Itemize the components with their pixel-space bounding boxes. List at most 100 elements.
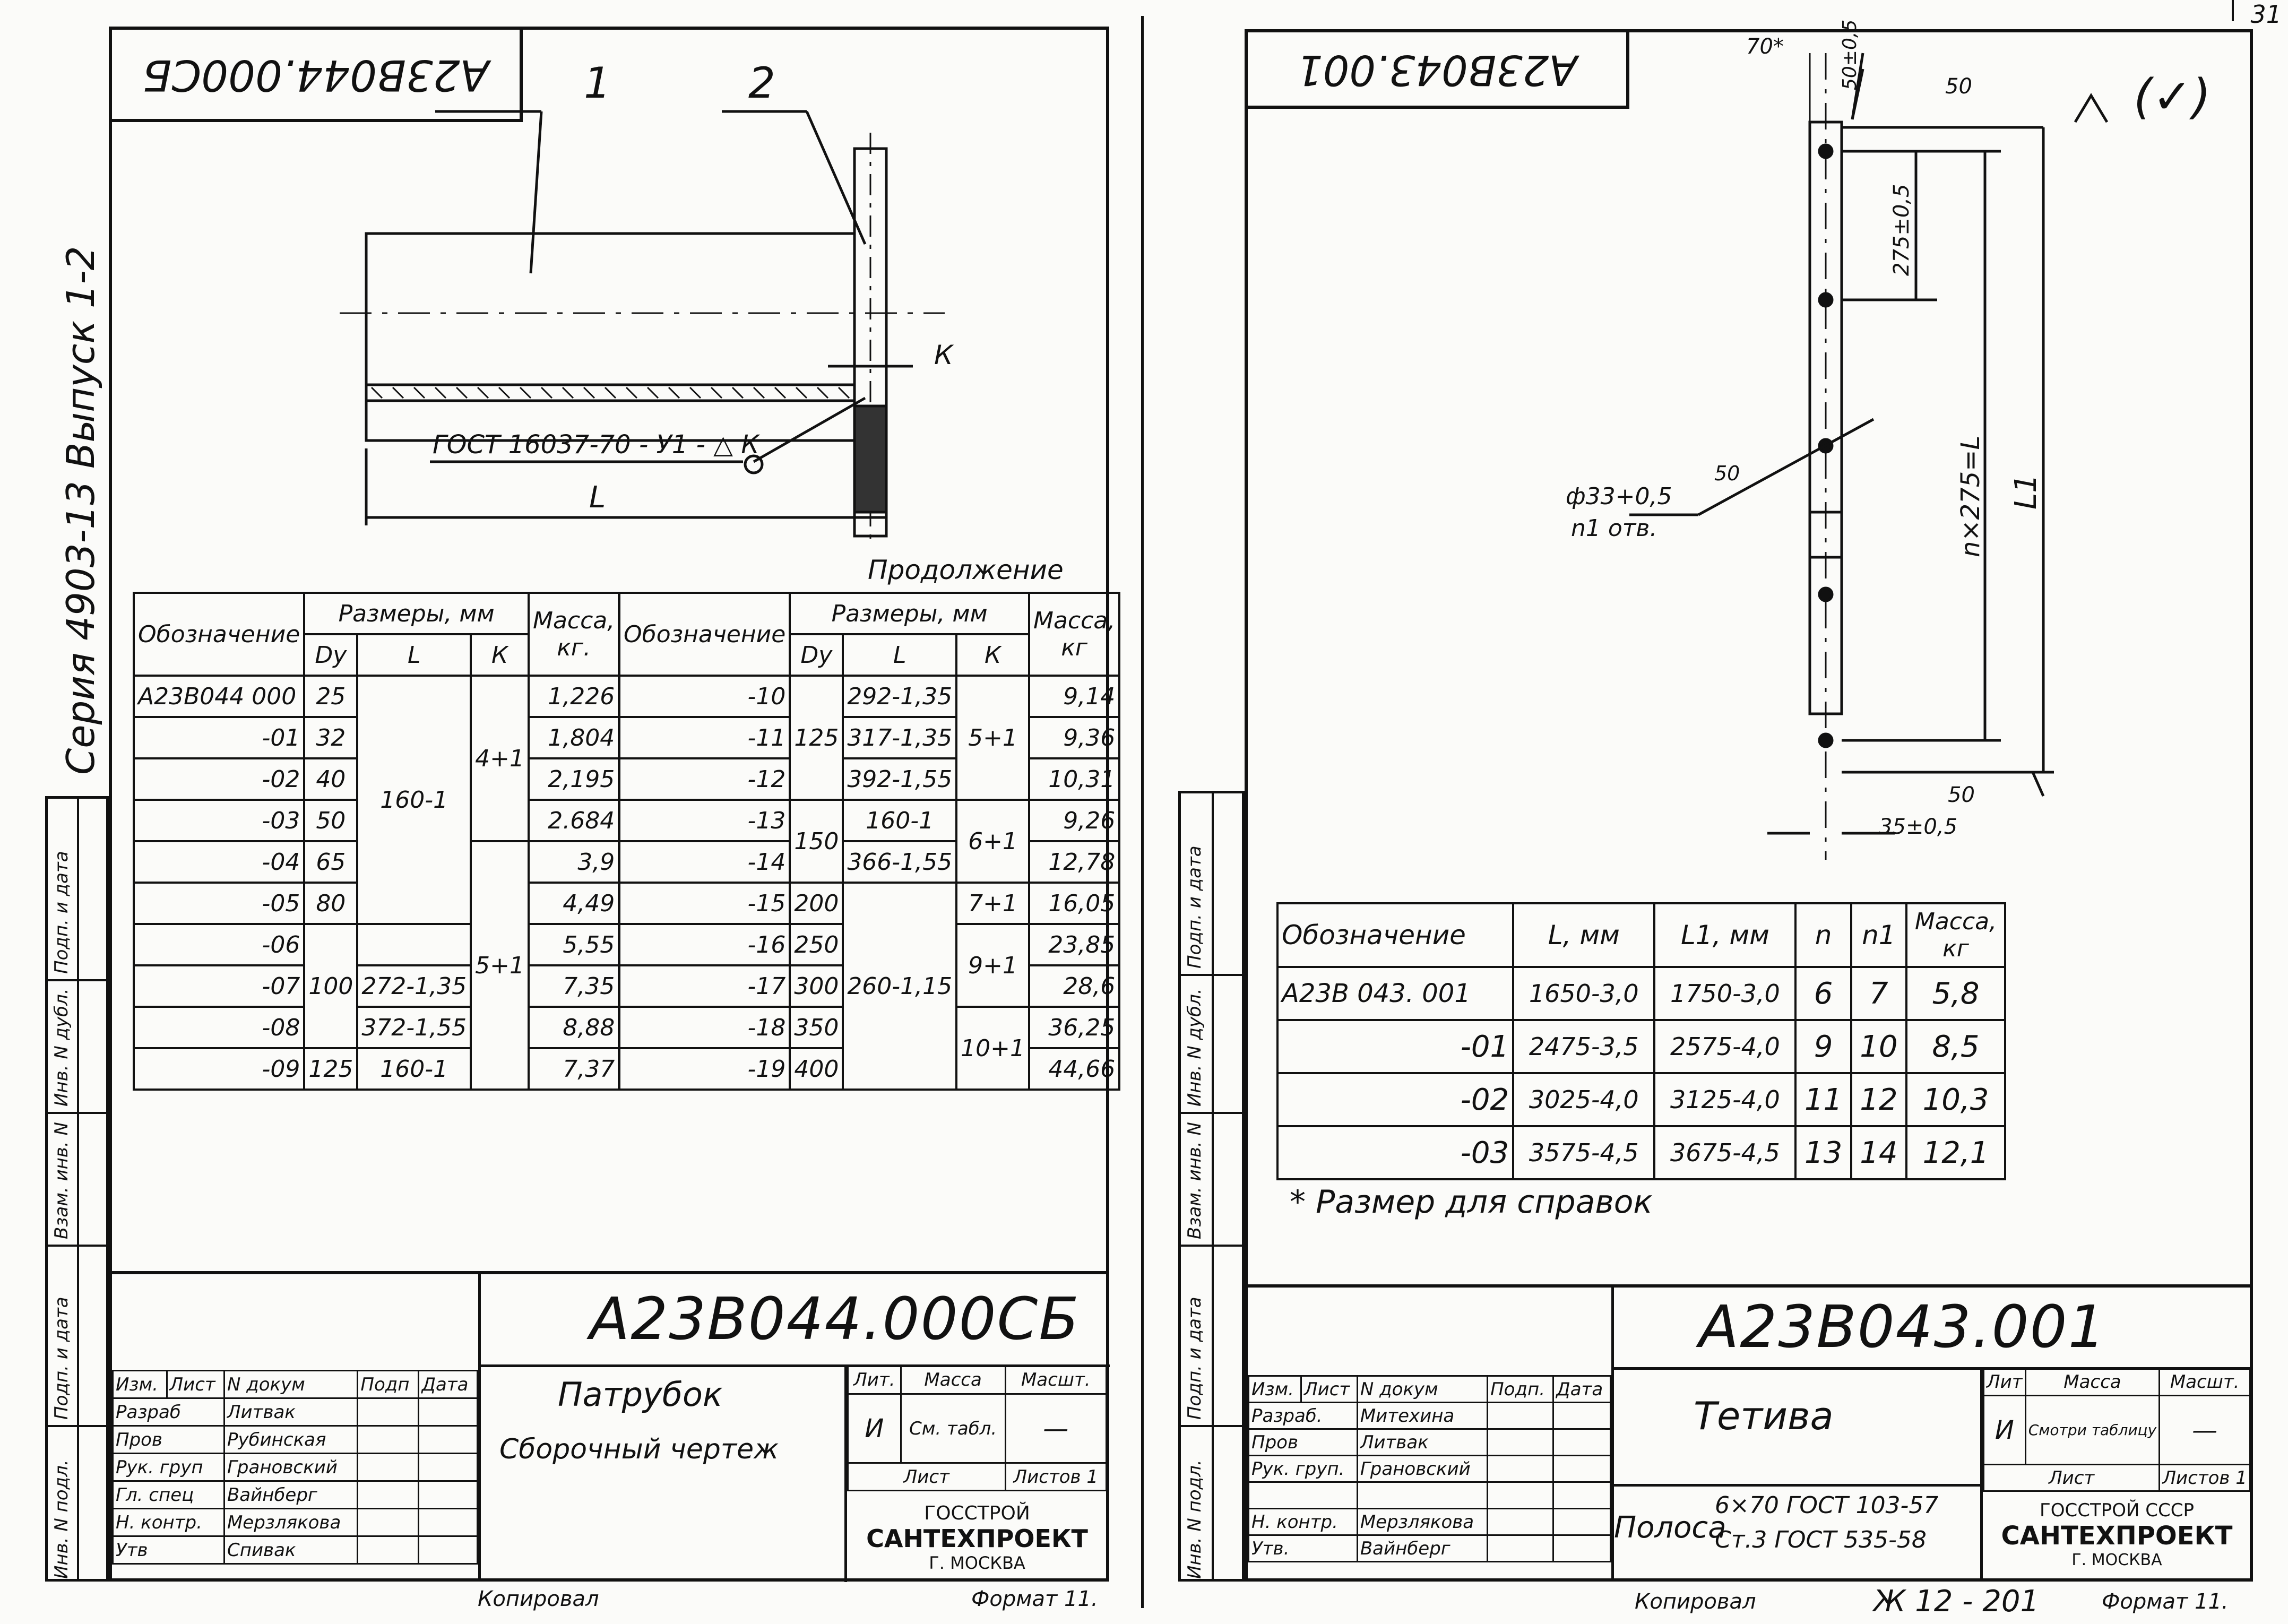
right-org1: ГОССТРОЙ СССР xyxy=(2040,1500,2194,1521)
right-table: Обозначение L, мм L1, мм n n1 Масса, кг … xyxy=(1276,902,2006,1180)
dim-50-bottom: 50 xyxy=(1948,783,1975,807)
left-sidebar-label-5: Инв. N подл. xyxy=(51,1459,72,1579)
t1-h-k: К xyxy=(470,633,530,677)
page-number-divider xyxy=(2232,0,2234,21)
callout-2: 2 xyxy=(748,58,775,108)
pipe-body xyxy=(365,232,856,442)
page-number: 31 xyxy=(2250,0,2282,29)
dim-L1: L1 xyxy=(2009,474,2043,509)
t1-h-dy: Dу xyxy=(303,633,359,677)
strip-drawing xyxy=(1629,53,2109,860)
right-title-code: А23В043.001 xyxy=(1699,1293,2106,1361)
right-sidebar-strip: Подп. и дата Инв. N дубл. Взам. инв. N П… xyxy=(1178,791,1245,1582)
left-title-doctype: Сборочный чертеж xyxy=(499,1433,779,1465)
left-table-1: Обозначение Размеры, мм Масса, кг. Dу L … xyxy=(132,592,620,1091)
t1-h-designation: Обозначение xyxy=(132,592,306,677)
right-title-block: А23В043.001 Тетива Полоса 6×70 ГОСТ 103-… xyxy=(1245,1284,2253,1582)
hole-diameter: ф33+0,5 xyxy=(1566,483,1672,510)
dim-35: 35±0,5 xyxy=(1879,815,1958,839)
dim-50-05: 50±0,5 xyxy=(1839,19,1861,90)
right-material-3: Ст.3 ГОСТ 535-58 xyxy=(1715,1526,1927,1553)
right-archive-number: Ж 12 - 201 xyxy=(1873,1584,2040,1619)
dim-50-top: 50 xyxy=(1945,74,1972,99)
left-copied: Копировал xyxy=(478,1587,599,1611)
left-org3: Г. МОСКВА xyxy=(929,1553,1025,1573)
left-sidebar-strip: Подп. и дата Инв. N дубл. Взам. инв. N П… xyxy=(45,796,109,1582)
left-org2: САНТЕХПРОЕКТ xyxy=(866,1524,1088,1553)
sheet-divider xyxy=(1141,16,1144,1608)
right-material-1: Полоса xyxy=(1614,1510,1726,1545)
right-sidebar-label-4: Подп. и дата xyxy=(1184,1297,1205,1420)
dim-nx275: n×275=L xyxy=(1956,435,1985,557)
left-sidebar-label-4: Подп. и дата xyxy=(51,1297,72,1420)
weld-note: ГОСТ 16037-70 - У1 - △ К xyxy=(433,430,759,460)
left-org1: ГОССТРОЙ xyxy=(924,1502,1030,1524)
dim-275: 275±0,5 xyxy=(1889,184,1914,276)
right-rotated-code-box: А23В043.001 xyxy=(1245,29,1629,109)
t1-h-mass: Масса, кг. xyxy=(527,592,620,677)
left-format: Формат 11. xyxy=(971,1587,1098,1611)
right-org3: Г. МОСКВА xyxy=(2071,1551,2162,1569)
left-sidebar-label-1: Подп. и дата xyxy=(51,851,72,974)
left-title-name: Патрубок xyxy=(558,1375,723,1414)
dim-l-label: L xyxy=(589,480,606,515)
dim-50-mid: 50 xyxy=(1714,462,1740,485)
continuation-label: Продолжение xyxy=(868,555,1064,585)
roughness-symbol: (✓) xyxy=(2134,69,2211,125)
dim-70: 70* xyxy=(1746,34,1784,59)
t1-h-l: L xyxy=(356,633,472,677)
t2-h-designation: Обозначение xyxy=(618,592,791,677)
right-sidebar-label-5: Инв. N подл. xyxy=(1184,1459,1205,1579)
left-series-label: Серия 4903-13 Выпуск 1-2 xyxy=(58,246,103,775)
rt-h-designation: Обозначение xyxy=(1276,902,1515,968)
left-sidebar-label-3: Взам. инв. N xyxy=(51,1122,72,1239)
right-material-2: 6×70 ГОСТ 103-57 xyxy=(1715,1492,1939,1519)
callout-1: 1 xyxy=(584,58,611,108)
right-format: Формат 11. xyxy=(2102,1590,2229,1614)
left-title-code: А23В044.000СБ xyxy=(590,1285,1080,1353)
left-sidebar-label-2: Инв. N дубл. xyxy=(51,988,72,1107)
right-sidebar-label-2: Инв. N дубл. xyxy=(1184,988,1205,1107)
left-rotated-code-box: А23В044.000СБ xyxy=(109,27,523,122)
t1-h-sizes: Размеры, мм xyxy=(303,592,530,635)
right-title-name: Тетива xyxy=(1694,1394,1834,1438)
hole-count: n1 отв. xyxy=(1571,515,1657,542)
left-title-block: А23В044.000СБ Патрубок Сборочный чертеж … xyxy=(109,1271,1110,1582)
right-sidebar-label-3: Взам. инв. N xyxy=(1184,1122,1205,1239)
left-table-2: Обозначение Размеры, мм Масса, кг Dу L К… xyxy=(618,592,1121,1091)
right-org2: САНТЕХПРОЕКТ xyxy=(2001,1521,2233,1551)
pipe-drawing xyxy=(340,110,945,541)
right-sidebar-label-1: Подп. и дата xyxy=(1184,845,1205,969)
right-copied: Копировал xyxy=(1635,1590,1756,1614)
t2-h-sizes: Размеры, мм xyxy=(789,592,1030,635)
dim-k-label: К xyxy=(934,340,953,370)
t2-h-mass: Масса, кг xyxy=(1028,592,1121,677)
